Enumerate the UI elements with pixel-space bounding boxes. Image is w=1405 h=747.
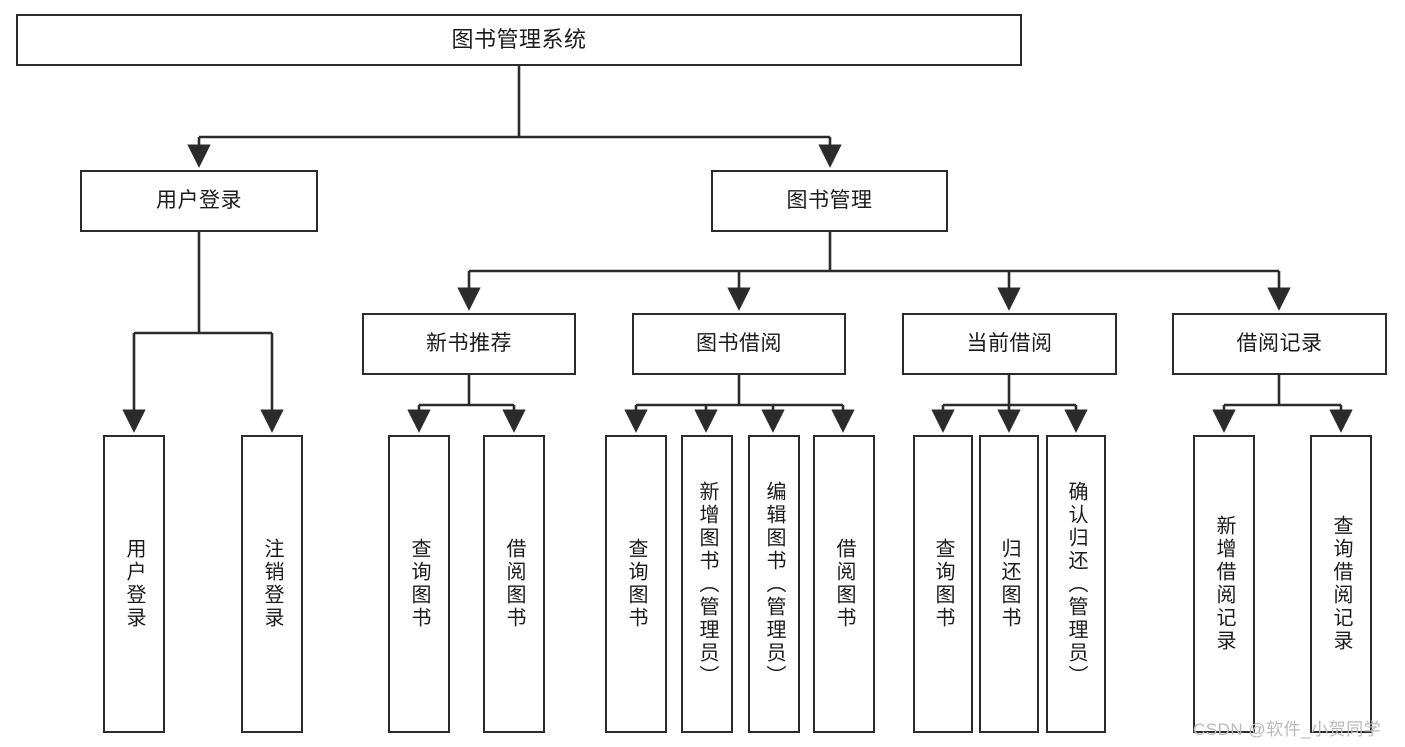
node-new-book-recommend[interactable]: 新书推荐 [362, 313, 576, 375]
node-label: 新增图书（管理员） [696, 480, 718, 688]
leaf-current-query-book[interactable]: 查询图书 [913, 435, 973, 733]
node-label: 新书推荐 [426, 331, 512, 355]
node-label: 注销登录 [261, 538, 283, 630]
leaf-borrow-borrow-book[interactable]: 借阅图书 [813, 435, 875, 733]
node-label: 查询图书 [625, 538, 647, 630]
leaf-new-book-borrow[interactable]: 借阅图书 [483, 435, 545, 733]
leaf-borrow-add-book-admin[interactable]: 新增图书（管理员） [681, 435, 733, 733]
node-label: 归还图书 [998, 538, 1020, 630]
leaf-new-book-query[interactable]: 查询图书 [388, 435, 450, 733]
node-label: 查询图书 [408, 538, 430, 630]
node-current-borrow[interactable]: 当前借阅 [902, 313, 1117, 375]
leaf-current-return-book[interactable]: 归还图书 [979, 435, 1039, 733]
node-borrow-record[interactable]: 借阅记录 [1172, 313, 1387, 375]
leaf-borrow-query-book[interactable]: 查询图书 [605, 435, 667, 733]
node-label: 确认归还（管理员） [1065, 480, 1087, 688]
leaf-record-query-record[interactable]: 查询借阅记录 [1310, 435, 1372, 733]
node-label: 用户登录 [156, 188, 242, 212]
node-label: 图书借阅 [696, 331, 782, 355]
leaf-record-add-record[interactable]: 新增借阅记录 [1193, 435, 1255, 733]
leaf-current-confirm-return-admin[interactable]: 确认归还（管理员） [1046, 435, 1106, 733]
node-label: 当前借阅 [966, 331, 1053, 355]
node-book-borrow[interactable]: 图书借阅 [632, 313, 846, 375]
leaf-user-login-login[interactable]: 用户登录 [103, 435, 165, 733]
node-label: 编辑图书（管理员） [763, 480, 785, 688]
node-label: 新增借阅记录 [1213, 515, 1235, 653]
node-root-system[interactable]: 图书管理系统 [16, 14, 1022, 66]
node-label: 查询图书 [932, 538, 954, 630]
node-label: 借阅图书 [833, 538, 855, 630]
node-user-login[interactable]: 用户登录 [80, 170, 318, 232]
node-label: 借阅记录 [1236, 331, 1323, 355]
csdn-watermark: CSDN @软件_小贺同学 [1193, 720, 1382, 739]
leaf-borrow-edit-book-admin[interactable]: 编辑图书（管理员） [748, 435, 800, 733]
node-book-management[interactable]: 图书管理 [711, 170, 948, 232]
node-label: 查询借阅记录 [1330, 515, 1352, 653]
node-label: 借阅图书 [503, 538, 525, 630]
node-label: 图书管理系统 [451, 27, 587, 53]
leaf-user-login-logout[interactable]: 注销登录 [241, 435, 303, 733]
node-label: 图书管理 [786, 188, 873, 212]
node-label: 用户登录 [123, 538, 145, 630]
